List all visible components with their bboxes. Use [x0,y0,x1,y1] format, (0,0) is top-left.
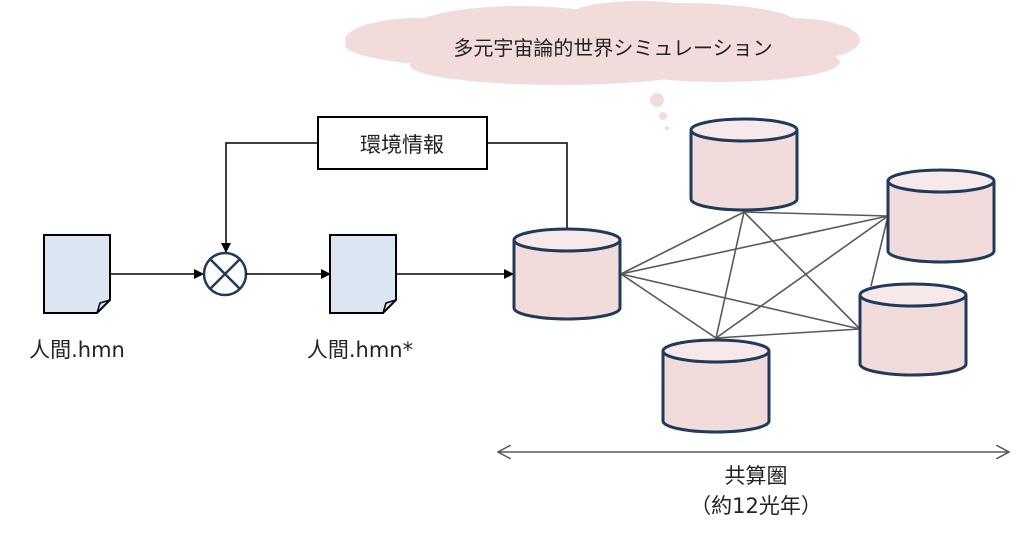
cloud-text: 多元宇宙論的世界シミュレーション [453,36,772,60]
range-label: 共算圏 [725,464,788,488]
circle-times-icon [202,251,248,297]
thought-cloud: 多元宇宙論的世界シミュレーション [345,1,860,130]
environment-info-label: 環境情報 [360,133,444,157]
env-to-cylinder-line [487,142,568,230]
database-cylinder-right [886,168,996,264]
database-cylinder-lower-right [858,282,968,377]
output-file-label: 人間.hmn* [307,338,413,362]
environment-info-box [317,116,488,170]
input-file-label: 人間.hmn [29,338,125,362]
database-cylinder-bottom [661,338,771,434]
input-document-icon [43,234,111,314]
env-to-operator-arrow [221,142,318,253]
network-links [620,211,889,339]
database-cylinder-main [512,227,622,321]
output-document-icon [329,234,397,314]
range-sublabel: （約12光年） [690,494,822,518]
database-cylinder-top [689,117,799,212]
